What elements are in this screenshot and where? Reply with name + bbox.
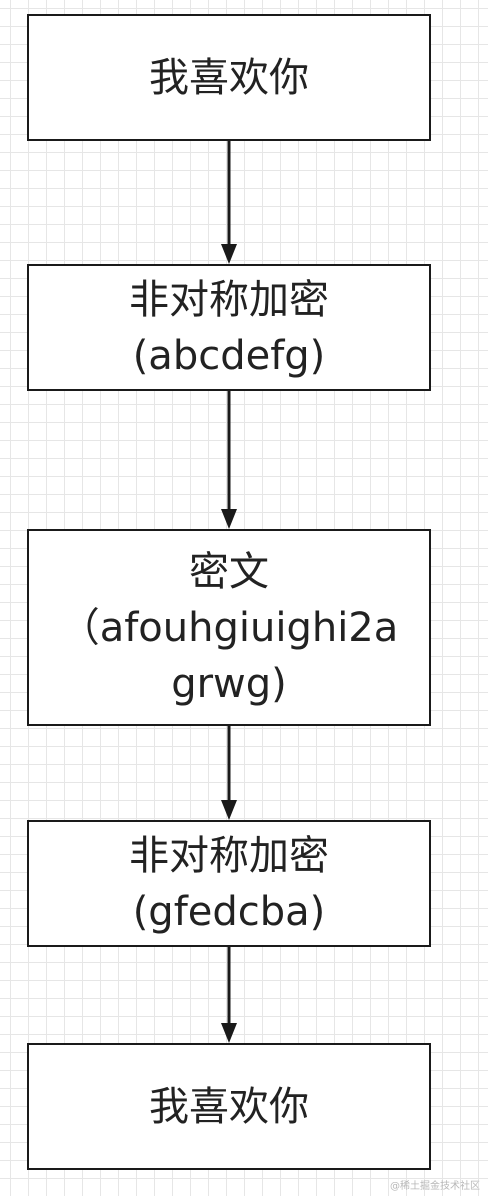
arrow-down-icon <box>221 141 237 264</box>
arrow-2 <box>220 391 238 529</box>
arrow-1 <box>220 141 238 264</box>
node-ciphertext: 密文 （afouhgiuighi2a grwg) <box>27 529 431 726</box>
node-cipher-line-2: grwg) <box>171 660 287 707</box>
node-label: 非对称加密 <box>129 276 329 323</box>
arrow-3 <box>220 726 238 820</box>
arrow-down-icon <box>221 726 237 820</box>
node-key-label: (gfedcba) <box>132 888 326 935</box>
node-label: 密文 <box>189 548 269 595</box>
arrow-down-icon <box>221 391 237 529</box>
node-plaintext-start: 我喜欢你 <box>27 14 431 141</box>
arrow-4 <box>220 947 238 1043</box>
node-plaintext-end: 我喜欢你 <box>27 1043 431 1170</box>
node-cipher-line-1: （afouhgiuighi2a <box>59 604 399 651</box>
node-label: 我喜欢你 <box>149 1083 309 1130</box>
node-label: 我喜欢你 <box>149 54 309 101</box>
node-key-label: (abcdefg) <box>132 332 326 379</box>
watermark: @稀土掘金技术社区 <box>390 1181 480 1192</box>
node-asymmetric-encrypt: 非对称加密 (abcdefg) <box>27 264 431 391</box>
node-label: 非对称加密 <box>129 832 329 879</box>
arrow-down-icon <box>221 947 237 1043</box>
node-asymmetric-decrypt: 非对称加密 (gfedcba) <box>27 820 431 947</box>
